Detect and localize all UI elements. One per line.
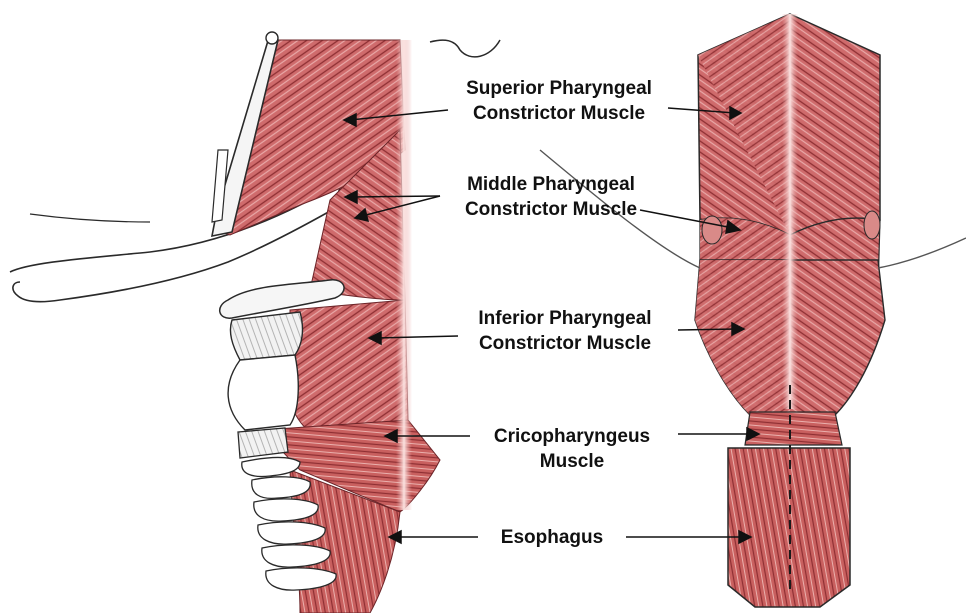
- label-superior-line1: Superior Pharyngeal: [448, 76, 670, 101]
- lateral-view: [10, 32, 500, 613]
- right-strand: [878, 238, 966, 268]
- arrow-middle-left-1: [352, 196, 440, 197]
- arrow-inferior-right: [678, 329, 737, 330]
- label-middle-pharyngeal-constrictor: Middle Pharyngeal Constrictor Muscle: [440, 172, 662, 222]
- neck-outline: [430, 40, 500, 57]
- cricopharyngeus-posterior: [745, 412, 842, 445]
- label-crico-line2: Muscle: [472, 449, 672, 474]
- label-middle-line2: Constrictor Muscle: [440, 197, 662, 222]
- thyroid-cartilage: [230, 312, 302, 360]
- label-inferior-line1: Inferior Pharyngeal: [454, 306, 676, 331]
- label-inferior-line2: Constrictor Muscle: [454, 331, 676, 356]
- raphe-lateral: [396, 40, 412, 510]
- label-superior-line2: Constrictor Muscle: [448, 101, 670, 126]
- raphe-posterior: [782, 14, 798, 409]
- label-inferior-pharyngeal-constrictor: Inferior Pharyngeal Constrictor Muscle: [454, 306, 676, 356]
- label-cricopharyngeus-muscle: Cricopharyngeus Muscle: [472, 424, 672, 474]
- label-esophagus: Esophagus: [482, 525, 622, 550]
- label-esophagus-line1: Esophagus: [482, 525, 622, 550]
- label-crico-line1: Cricopharyngeus: [472, 424, 672, 449]
- label-superior-pharyngeal-constrictor: Superior Pharyngeal Constrictor Muscle: [448, 76, 670, 126]
- larynx: [228, 355, 298, 430]
- label-middle-line1: Middle Pharyngeal: [440, 172, 662, 197]
